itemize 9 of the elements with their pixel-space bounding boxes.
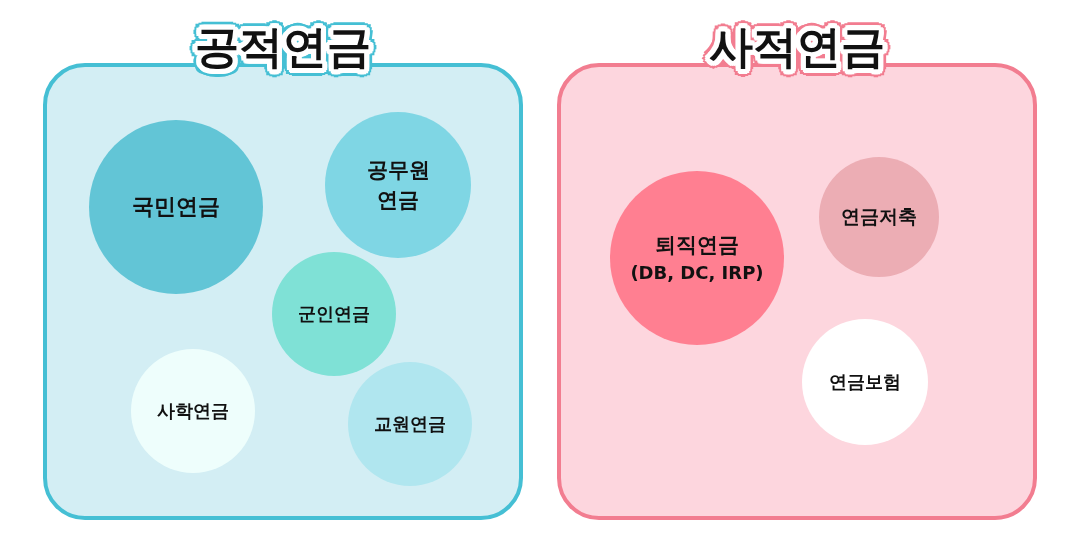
circle-label: 연금저축 [841,204,917,230]
circle-sublabel: (DB, DC, IRP) [630,261,764,286]
circle-label: 연금보험 [829,369,901,394]
circle-label: 국민연금 [132,193,220,222]
circle-label: 사학연금 [157,398,229,423]
circle-label: 퇴직연금 [655,231,739,259]
circle-label: 교원연금 [374,411,446,436]
circle-label: 공무원 연금 [365,156,431,214]
circle-label: 군인연금 [298,301,370,326]
